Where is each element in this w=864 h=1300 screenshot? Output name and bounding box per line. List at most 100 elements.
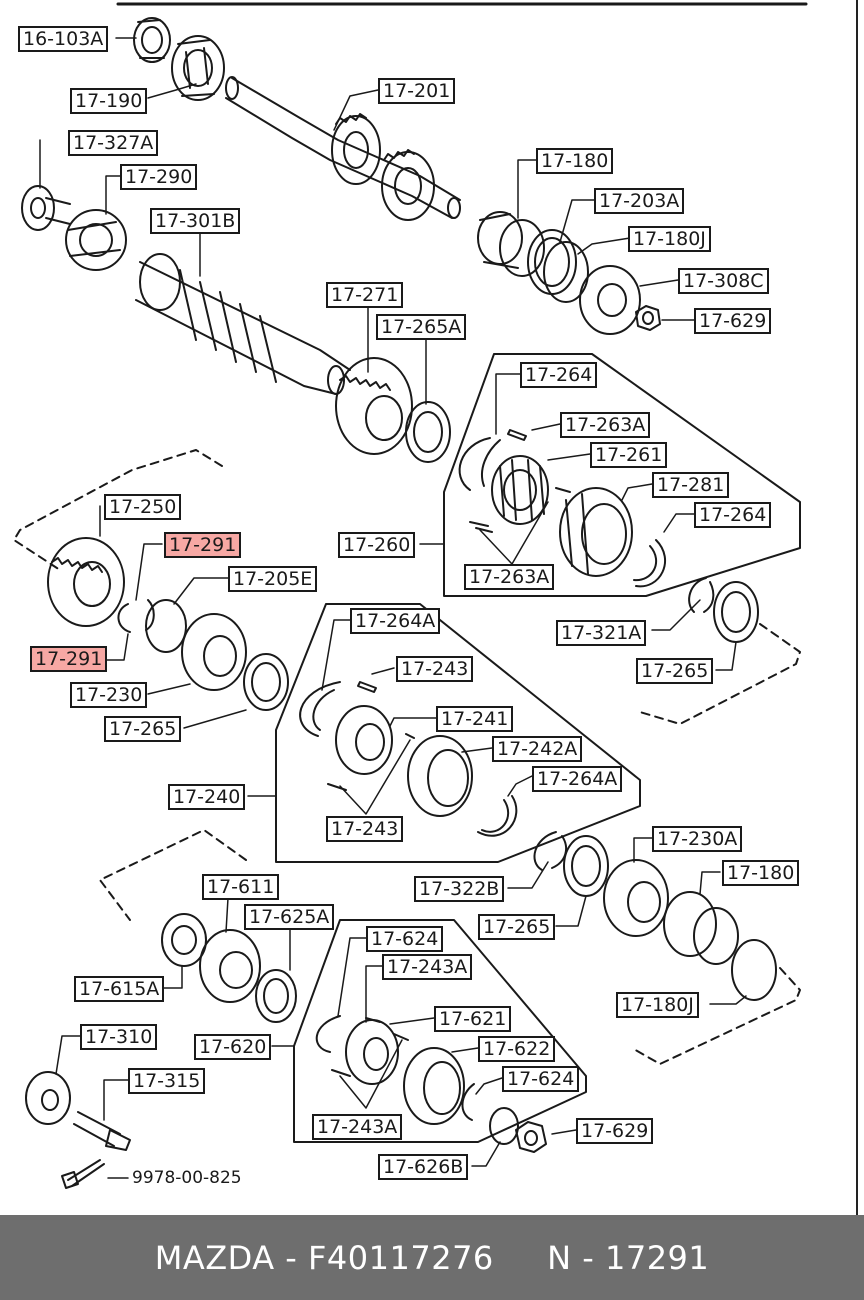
callout-17-327a: 17-327A: [68, 130, 159, 156]
keys-17-263a-bottom: [469, 487, 571, 533]
dashed-outline-right: [639, 623, 801, 725]
callout-17-629-top: 17-629: [694, 308, 772, 334]
bearing-17-290: [65, 209, 127, 271]
idler-shaft-17-315: [73, 1111, 131, 1151]
callout-17-271: 17-271: [326, 282, 404, 308]
callout-17-264a-a: 17-264A: [350, 608, 441, 634]
callout-17-291-highlight-bottom: 17-291: [30, 646, 108, 672]
sleeve-17-622: [403, 1047, 465, 1125]
nut-17-629-top: [635, 305, 661, 331]
callout-17-205e: 17-205E: [228, 566, 318, 592]
callout-17-264-a: 17-264: [520, 362, 598, 388]
snap-ring-17-264-b: [633, 539, 667, 588]
gear-17-611: [199, 929, 261, 1003]
keys-17-243a: [331, 1017, 409, 1077]
race-17-203a: [527, 229, 577, 295]
callout-16-103a: 16-103A: [18, 26, 109, 52]
callout-17-265-right: 17-265: [636, 658, 714, 684]
right-border-line: [856, 0, 858, 1215]
gear-17-308c: [579, 265, 641, 335]
callout-17-625a: 17-625A: [244, 904, 335, 930]
synchro-ring-17-265-lower: [563, 835, 609, 897]
footer-bar: MAZDA - F40117276 N - 17291: [0, 1215, 864, 1300]
callout-17-264-b: 17-264: [694, 502, 772, 528]
gear-17-230: [181, 613, 247, 691]
callout-17-180j-top: 17-180J: [628, 226, 711, 252]
key-17-243-top: [357, 681, 377, 693]
callout-17-264a-b: 17-264A: [532, 766, 623, 792]
callout-17-260: 17-260: [338, 532, 416, 558]
ring-17-205e: [145, 599, 187, 653]
callout-17-230a: 17-230A: [652, 826, 743, 852]
callout-17-203a: 17-203A: [594, 188, 685, 214]
callout-17-611: 17-611: [202, 874, 280, 900]
snap-ring-17-264a-b: [477, 795, 518, 837]
group-box-17-240: [275, 603, 641, 863]
leader-lines: [39, 37, 747, 1179]
shim-17-180j-lower: [731, 939, 777, 1001]
gear-17-230a: [603, 859, 669, 937]
callout-17-624-a: 17-624: [366, 926, 444, 952]
bolt-9978-00-825: [61, 1159, 105, 1189]
callout-17-240: 17-240: [168, 784, 246, 810]
callout-17-180-lower: 17-180: [722, 860, 800, 886]
callout-17-310: 17-310: [80, 1024, 158, 1050]
callout-17-241: 17-241: [436, 706, 514, 732]
callout-17-250: 17-250: [104, 494, 182, 520]
callout-17-301b: 17-301B: [150, 208, 241, 234]
hub-17-261: [491, 455, 549, 525]
gear-17-271: [335, 357, 413, 455]
diagram-drawing: [13, 2, 808, 1189]
bearing-17-180-top: [477, 211, 545, 277]
shim-17-180j-top: [543, 241, 589, 303]
snap-ring-17-264-a: [458, 437, 501, 491]
bolt-part-number: 9978-00-825: [132, 1168, 242, 1188]
sleeve-17-281: [559, 487, 633, 577]
callout-17-622: 17-622: [478, 1036, 556, 1062]
callout-17-290: 17-290: [120, 164, 198, 190]
footer-part-info: MAZDA - F40117276 N - 17291: [154, 1238, 710, 1277]
idler-gear-17-310: [25, 1071, 71, 1125]
hub-17-621: [345, 1019, 399, 1085]
snap-ring-17-264a-a: [299, 681, 341, 737]
callout-17-308c: 17-308C: [678, 268, 769, 294]
synchro-ring-17-265-right: [713, 581, 759, 643]
snap-ring-17-624-b: [461, 1083, 475, 1121]
callout-17-321a: 17-321A: [556, 620, 647, 646]
countershaft-17-301b: [135, 253, 351, 395]
dashed-outline-left: [13, 449, 223, 571]
callout-17-291-highlight-top: 17-291: [164, 532, 242, 558]
callout-17-263a-top: 17-263A: [560, 412, 651, 438]
callout-17-281: 17-281: [652, 472, 730, 498]
synchro-ring-17-265-left: [243, 653, 289, 711]
callout-17-263a-bottom: 17-263A: [464, 564, 555, 590]
callout-17-265-lower: 17-265: [478, 914, 556, 940]
callout-17-242a: 17-242A: [492, 736, 583, 762]
snap-ring-17-321a: [688, 577, 715, 613]
gear-17-250: [47, 537, 125, 627]
callout-17-261: 17-261: [590, 442, 668, 468]
bearing-16-103a: [133, 17, 171, 63]
snap-ring-17-291: [117, 599, 155, 633]
snap-ring-17-624-a: [315, 1015, 341, 1053]
callout-17-621: 17-621: [434, 1006, 512, 1032]
bearing-17-180-lower: [663, 891, 739, 965]
parts-diagram: 16-103A 17-190 17-201 17-327A 17-290 17-…: [13, 2, 808, 1189]
synchro-ring-17-625a: [255, 969, 297, 1023]
callout-17-322b: 17-322B: [414, 876, 505, 902]
seal-17-327a: [21, 185, 71, 231]
callout-17-265-left: 17-265: [104, 716, 182, 742]
nut-17-629-lower: [515, 1121, 547, 1153]
callout-17-620: 17-620: [194, 1034, 272, 1060]
callout-17-230: 17-230: [70, 682, 148, 708]
main-drive-shaft-17-201: [225, 76, 461, 221]
callout-17-243-top: 17-243: [396, 656, 474, 682]
callout-17-180j-lower: 17-180J: [616, 992, 699, 1018]
callout-17-629-lower: 17-629: [576, 1118, 654, 1144]
group-box-17-620: [293, 919, 587, 1143]
bearing-17-190: [171, 35, 225, 101]
keys-17-243-bottom: [327, 733, 415, 791]
sleeve-17-242a: [407, 735, 473, 817]
callout-17-243a-top: 17-243A: [382, 954, 473, 980]
callout-17-243a-bottom: 17-243A: [312, 1114, 403, 1140]
